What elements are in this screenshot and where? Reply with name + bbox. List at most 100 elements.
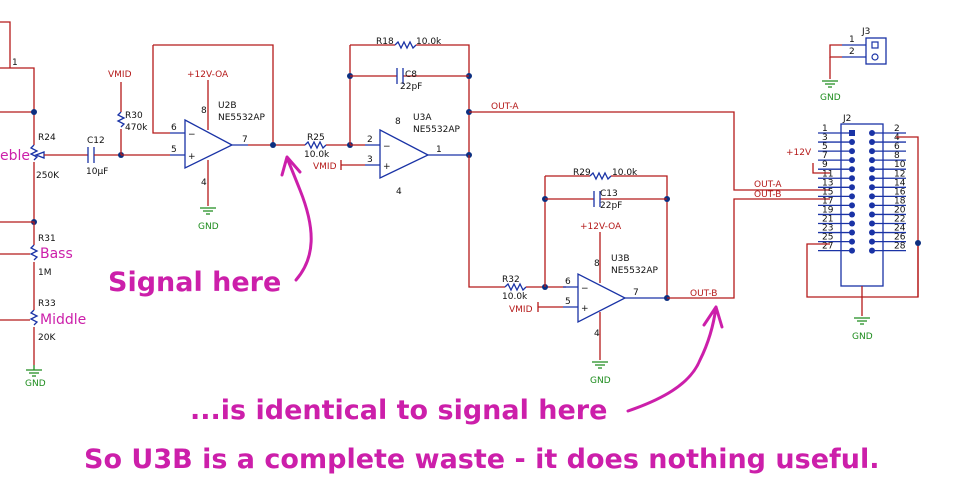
- svg-text:8: 8: [201, 106, 207, 116]
- vmid-top: VMID: [108, 70, 132, 80]
- j2-pin-marker-right: [869, 184, 875, 191]
- svg-text:7: 7: [242, 135, 248, 145]
- j2-pin-label-right: 20: [894, 205, 906, 215]
- svg-text:8: 8: [395, 117, 401, 127]
- j2-pin-label-right: 24: [894, 224, 906, 234]
- plus12-label: +12V: [786, 148, 812, 158]
- svg-text:1: 1: [12, 58, 18, 68]
- j2-pin-marker-left: [849, 247, 855, 254]
- j2-pin-label-left: 3: [822, 133, 828, 143]
- j2-pin-label-right: 2: [894, 124, 900, 134]
- j2-pin-marker-left: [849, 184, 855, 191]
- svg-text:GND: GND: [852, 332, 873, 342]
- svg-text:+12V-OA: +12V-OA: [580, 222, 622, 232]
- svg-text:C8: C8: [405, 70, 417, 80]
- j2-pin-label-right: 6: [894, 142, 900, 152]
- j2-pin-marker-left: [849, 202, 855, 209]
- j2-pin-marker-right: [869, 139, 875, 146]
- j2-pin-marker-right: [869, 247, 875, 254]
- j2-pin-label-right: 18: [894, 196, 906, 206]
- j2-pin-label-left: 5: [822, 142, 828, 152]
- j2-pin-label-right: 4: [894, 133, 900, 143]
- svg-text:R29: R29: [573, 168, 591, 178]
- svg-text:4: 4: [201, 178, 207, 188]
- j2-pin-marker-right: [869, 229, 875, 236]
- svg-text:1: 1: [849, 35, 855, 45]
- j2-pin-label-left: 25: [822, 233, 833, 243]
- j2-pin-label-right: 12: [894, 169, 905, 179]
- conclusion-text: So U3B is a complete waste - it does not…: [84, 444, 880, 475]
- u2b-part: NE5532AP: [218, 113, 265, 123]
- j2-pin-marker-left: [849, 211, 855, 218]
- j2-pin-label-right: 22: [894, 215, 905, 225]
- gnd-left: GND: [25, 379, 46, 389]
- j2-pin-marker-right: [869, 166, 875, 173]
- j2-pin-marker-right: [869, 211, 875, 218]
- r31-ref: R31: [38, 234, 56, 244]
- r33-ref: R33: [38, 299, 56, 309]
- j2-pin-marker-left: [849, 238, 855, 245]
- svg-text:3: 3: [367, 155, 373, 165]
- j2-pin-label-right: 28: [894, 242, 906, 252]
- svg-text:22pF: 22pF: [400, 82, 422, 92]
- middle-label: Middle: [40, 312, 86, 328]
- j2-pin-marker-left: [849, 220, 855, 227]
- j2-pin-label-right: 14: [894, 178, 906, 188]
- j2-pin-marker-left: [849, 193, 855, 200]
- j2-pin-marker-left: [849, 229, 855, 236]
- j2-pin-marker-right: [869, 220, 875, 227]
- svg-text:−: −: [581, 284, 589, 294]
- c12-ref: C12: [87, 136, 105, 146]
- svg-text:5: 5: [565, 297, 571, 307]
- svg-text:5: 5: [171, 145, 177, 155]
- svg-text:10.0k: 10.0k: [416, 37, 442, 47]
- svg-text:4: 4: [396, 187, 402, 197]
- j2-pin-label-left: 21: [822, 215, 833, 225]
- j2-pin-label-left: 23: [822, 224, 833, 234]
- svg-text:J3: J3: [861, 27, 870, 37]
- j2-pin-marker-left: [849, 148, 855, 155]
- svg-text:VMID: VMID: [313, 162, 337, 172]
- r31-value: 1M: [38, 268, 52, 278]
- out-a-conn: OUT-A: [754, 180, 782, 190]
- j2-pin-marker-left: [849, 157, 855, 164]
- r33-value: 20K: [38, 333, 56, 343]
- svg-text:R25: R25: [307, 133, 325, 143]
- j2-pin-marker-right: [869, 175, 875, 182]
- svg-text:U3A: U3A: [413, 113, 432, 123]
- signal-here-text: Signal here: [108, 267, 281, 298]
- svg-text:2: 2: [367, 135, 373, 145]
- treble-label: eble: [0, 148, 30, 164]
- svg-text:NE5532AP: NE5532AP: [611, 266, 658, 276]
- j2-pin-label-right: 8: [894, 151, 900, 161]
- j2-pin-marker-right: [869, 193, 875, 200]
- svg-text:R32: R32: [502, 275, 520, 285]
- out-b-net: OUT-B OUT-B: [667, 190, 830, 299]
- j3-connector: J3 1 2 GND: [820, 27, 887, 103]
- j2-pin-marker-left: [849, 175, 855, 182]
- j2-pin-label-left: 9: [822, 160, 828, 170]
- out-a-label: OUT-A: [491, 102, 519, 112]
- j2-pin-label-left: 13: [822, 178, 833, 188]
- svg-text:J2: J2: [842, 114, 851, 124]
- svg-text:4: 4: [594, 329, 600, 339]
- svg-text:+: +: [188, 152, 196, 162]
- left-network: 1 R24 250K eble R31 Bass 1M R33 Middle 2…: [0, 21, 88, 389]
- svg-text:7: 7: [633, 288, 639, 298]
- annotations: Signal here ...is identical to signal he…: [84, 155, 880, 475]
- svg-text:GND: GND: [590, 376, 611, 386]
- u3b-opamp: R32 10.0k R29 10.0k C13 22pF − + 6 5 7 8…: [502, 168, 670, 386]
- j2-pin-marker-left: [849, 166, 855, 173]
- j2-pin-label-left: 17: [822, 196, 833, 206]
- r30-ref: R30: [125, 111, 143, 121]
- j2-pin-marker-right: [869, 202, 875, 209]
- r30-value: 470k: [125, 123, 148, 133]
- c12-r30: C12 10µF VMID R30 470k: [86, 70, 170, 177]
- svg-text:10.0k: 10.0k: [612, 168, 638, 178]
- c12-value: 10µF: [86, 167, 108, 177]
- svg-text:C13: C13: [600, 189, 618, 199]
- j2-pin-marker-right: [869, 157, 875, 164]
- svg-text:1: 1: [436, 145, 442, 155]
